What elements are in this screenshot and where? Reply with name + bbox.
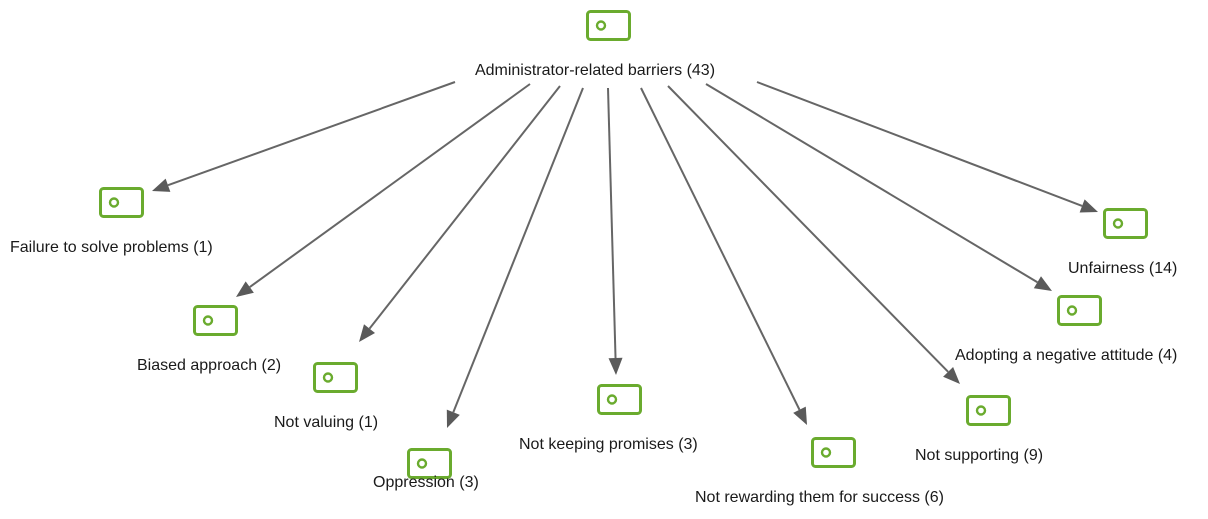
node-label-supporting: Not supporting (9) bbox=[915, 447, 1043, 464]
code-icon-biased bbox=[193, 305, 238, 336]
code-icon-failure bbox=[99, 187, 144, 218]
edge-to-unfairness bbox=[756, 81, 1098, 213]
edge-to-notvaluing bbox=[359, 85, 561, 342]
code-icon-unfairness bbox=[1103, 208, 1148, 239]
edges-layer bbox=[152, 81, 1098, 428]
edge-to-failure bbox=[152, 81, 456, 192]
edge-to-oppression bbox=[446, 87, 584, 428]
node-label-failure: Failure to solve problems (1) bbox=[10, 239, 213, 256]
edge-to-promises bbox=[607, 87, 623, 375]
edge-to-rewarding bbox=[640, 87, 807, 425]
code-icon-notvaluing bbox=[313, 362, 358, 393]
node-label-biased: Biased approach (2) bbox=[137, 357, 281, 374]
code-icon-negative bbox=[1057, 295, 1102, 326]
edge-to-negative bbox=[705, 83, 1052, 291]
root-code-icon bbox=[586, 10, 631, 41]
root-node-label: Administrator-related barriers (43) bbox=[475, 62, 715, 79]
node-label-oppression: Oppression (3) bbox=[373, 474, 479, 491]
code-icon-promises bbox=[597, 384, 642, 415]
edge-to-biased bbox=[236, 83, 531, 297]
edge-to-supporting bbox=[667, 85, 960, 384]
node-label-notvaluing: Not valuing (1) bbox=[274, 414, 378, 431]
code-icon-rewarding bbox=[811, 437, 856, 468]
node-label-unfairness: Unfairness (14) bbox=[1068, 260, 1177, 277]
nodes-layer: Administrator-related barriers (43) Failu… bbox=[10, 10, 1177, 506]
code-icon-oppression bbox=[407, 448, 452, 479]
node-label-promises: Not keeping promises (3) bbox=[519, 436, 698, 453]
code-icon-supporting bbox=[966, 395, 1011, 426]
node-label-rewarding: Not rewarding them for success (6) bbox=[695, 489, 944, 506]
node-label-negative: Adopting a negative attitude (4) bbox=[955, 347, 1177, 364]
